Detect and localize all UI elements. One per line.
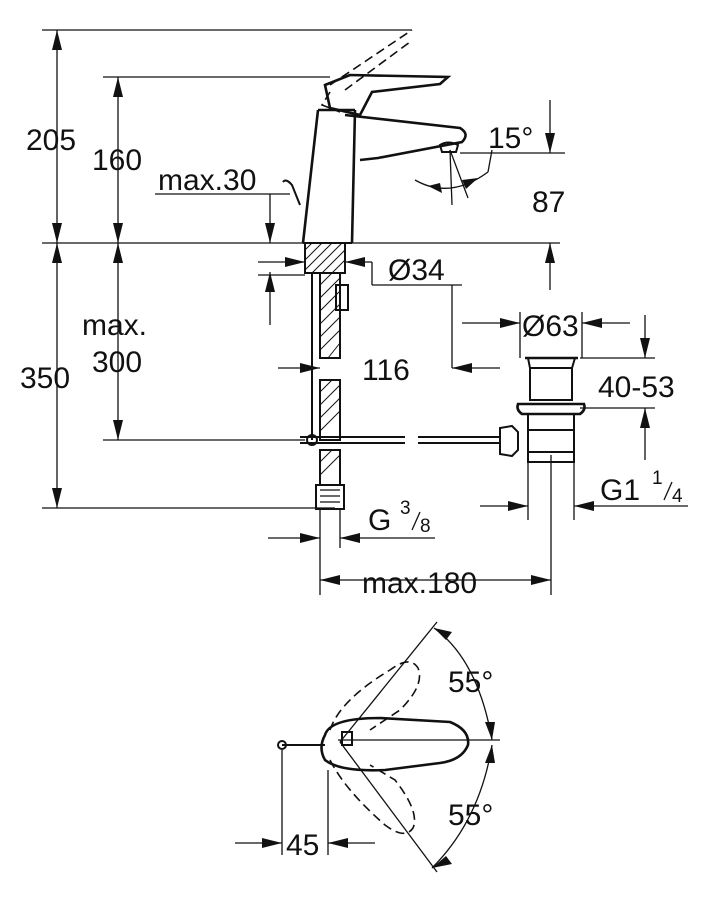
label-g1-1-4-numerator: 1 bbox=[652, 468, 663, 489]
label-g-3-8-denominator: 8 bbox=[420, 516, 431, 537]
top-view: 55° 55° 45 bbox=[235, 621, 500, 873]
label-87: 87 bbox=[532, 186, 565, 219]
label-g-3-8-numerator: 3 bbox=[400, 498, 411, 519]
label-max: max. bbox=[82, 309, 147, 342]
side-view: 205 160 max.30 15° 87 Ø34 Ø63 116 40-53 … bbox=[20, 29, 688, 600]
label-350: 350 bbox=[20, 362, 70, 395]
dim-g1-1-4 bbox=[480, 462, 688, 520]
dim-116 bbox=[278, 285, 500, 373]
label-g1-1-4-prefix: G1 bbox=[600, 474, 640, 507]
label-160: 160 bbox=[92, 144, 142, 177]
label-angle-upper: 55° bbox=[448, 666, 493, 699]
label-45: 45 bbox=[286, 829, 319, 862]
dim-max-180 bbox=[319, 455, 552, 595]
label-max-180: max.180 bbox=[362, 567, 477, 600]
dim-350 bbox=[52, 243, 62, 508]
dim-max-300 bbox=[113, 243, 123, 440]
faucet-body bbox=[301, 108, 467, 244]
pop-up-linkage-rod bbox=[300, 424, 519, 458]
label-116: 116 bbox=[362, 354, 410, 387]
label-g1-1-4-denominator: 4 bbox=[672, 486, 683, 507]
dim-diameter-34 bbox=[258, 257, 462, 286]
dim-45 bbox=[235, 750, 375, 855]
pop-up-clip bbox=[311, 273, 349, 440]
label-angle-lower: 55° bbox=[448, 799, 493, 832]
dim-160 bbox=[113, 77, 123, 243]
top-lever-center bbox=[320, 716, 470, 772]
label-g-3-8-prefix: G bbox=[368, 504, 391, 537]
waste-fitting bbox=[516, 356, 586, 463]
faucet-lever bbox=[320, 29, 452, 117]
label-diameter-34: Ø34 bbox=[388, 254, 445, 287]
dim-diameter-63 bbox=[462, 312, 630, 358]
label-g1-1-4: G1 1 4 bbox=[600, 468, 683, 507]
label-300: 300 bbox=[92, 346, 142, 379]
dim-g-3-8 bbox=[268, 510, 435, 548]
dim-max-30 bbox=[155, 193, 290, 325]
dim-87 bbox=[545, 100, 555, 290]
basin-section bbox=[304, 242, 346, 274]
label-40-53: 40-53 bbox=[598, 371, 675, 404]
pop-up-rod-top bbox=[282, 179, 301, 206]
supply-hose bbox=[315, 272, 345, 510]
dim-205 bbox=[52, 30, 62, 243]
dim-40-53 bbox=[640, 315, 650, 460]
label-15-degree: 15° bbox=[488, 122, 533, 155]
label-max-30: max.30 bbox=[158, 164, 256, 197]
dim-angle-15 bbox=[414, 149, 493, 206]
label-diameter-63: Ø63 bbox=[522, 310, 579, 343]
top-lever-rotated-down bbox=[329, 759, 416, 835]
label-g-3-8: G 3 8 bbox=[368, 498, 431, 537]
label-205: 205 bbox=[26, 124, 76, 157]
